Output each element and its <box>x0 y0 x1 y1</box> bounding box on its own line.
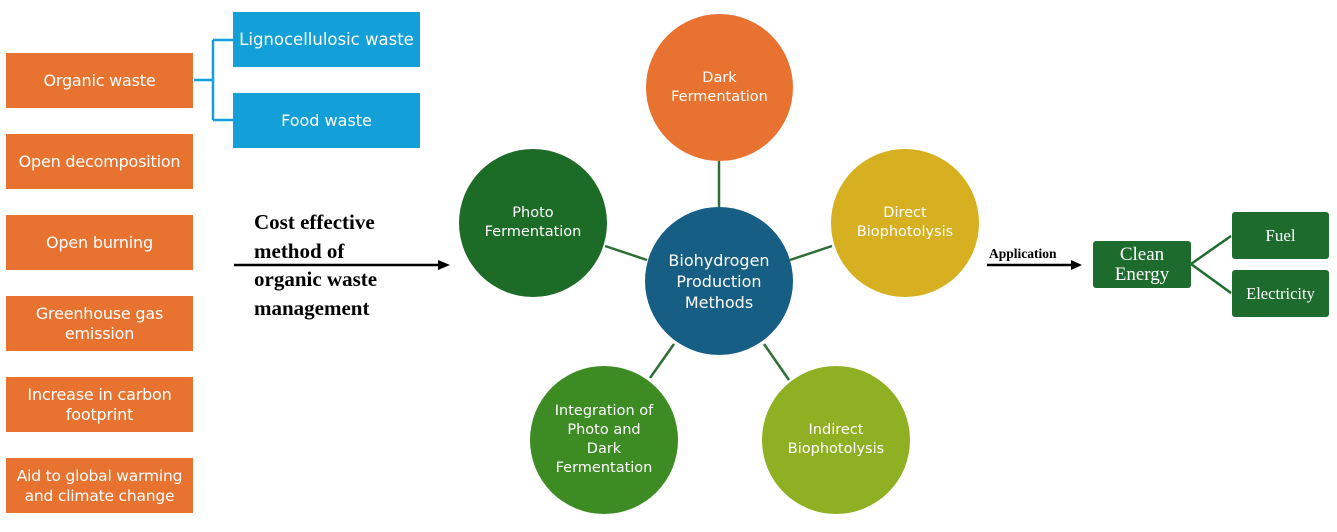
branch-fuel <box>1190 234 1232 266</box>
method-direct-biophotolysis: Direct Biophotolysis <box>831 149 979 297</box>
issue-carbon-footprint: Increase in carbon footprint <box>6 377 193 432</box>
issue-label: Open decomposition <box>18 151 181 171</box>
method-photo-fermentation: Photo Fermentation <box>459 149 607 297</box>
waste-type-food: Food waste <box>233 93 420 148</box>
method-line: Fermentation <box>484 224 582 240</box>
hub-center-line: Methods <box>684 292 754 312</box>
waste-type-lignocellulosic: Lignocellulosic waste <box>233 12 420 67</box>
output-label: Electricity <box>1246 283 1315 303</box>
cost-effective-line: method of <box>254 238 345 263</box>
output-electricity: Electricity <box>1232 270 1329 317</box>
cost-effective-line: organic waste <box>254 267 378 291</box>
output-label: Fuel <box>1265 225 1296 245</box>
hub-center-circle: Biohydrogen Production Methods <box>645 207 793 355</box>
hub-center-line: Biohydrogen <box>668 250 770 270</box>
cost-effective-arrowhead <box>438 260 450 270</box>
spoke-photo-fermentation <box>604 244 648 262</box>
cost-effective-line: Cost effective <box>254 210 375 234</box>
issue-organic-waste: Organic waste <box>6 53 193 108</box>
spoke-indirect-biophotolysis <box>762 343 791 381</box>
method-dark-fermentation: Dark Fermentation <box>646 14 793 161</box>
method-line: Photo <box>512 205 554 221</box>
method-integration: Integration of Photo and Dark Fermentati… <box>530 366 678 514</box>
application-arrowhead <box>1071 260 1082 270</box>
method-line: Fermentation <box>555 460 653 476</box>
method-line: Biophotolysis <box>856 224 954 240</box>
clean-energy-line: Clean <box>1119 243 1165 265</box>
issue-global-warming: Aid to global warming and climate change <box>6 458 193 513</box>
method-line: Fermentation <box>671 88 768 105</box>
clean-energy-box: Clean Energy <box>1093 241 1191 288</box>
spoke-direct-biophotolysis <box>789 244 833 262</box>
method-line: Biophotolysis <box>787 441 885 457</box>
issue-open-decomposition: Open decomposition <box>6 134 193 189</box>
output-fuel: Fuel <box>1232 212 1329 259</box>
issue-greenhouse-gas: Greenhouse gas emission <box>6 296 193 351</box>
cost-effective-line: management <box>254 295 370 320</box>
issue-label: Greenhouse gas emission <box>35 303 164 343</box>
method-line: Dark <box>586 441 622 457</box>
method-line: Direct <box>883 205 927 221</box>
issue-label: Increase in carbon footprint <box>27 384 172 424</box>
cost-effective-label: Cost effective method of organic waste m… <box>254 208 377 322</box>
method-indirect-biophotolysis: Indirect Biophotolysis <box>762 366 910 514</box>
waste-type-label: Lignocellulosic waste <box>239 30 414 49</box>
method-line: Dark <box>702 69 737 86</box>
hub-center-line: Production <box>676 271 762 291</box>
method-line: Integration of <box>554 403 654 419</box>
spoke-integration <box>648 343 676 379</box>
branch-electricity <box>1190 262 1232 295</box>
method-line: Photo and <box>567 422 641 438</box>
issue-label: Open burning <box>46 232 153 252</box>
clean-energy-line: Energy <box>1114 263 1170 285</box>
application-label: Application <box>989 246 1057 261</box>
waste-type-bracket <box>194 38 233 122</box>
method-line: Indirect <box>808 422 864 438</box>
issue-open-burning: Open burning <box>6 215 193 270</box>
issue-label: Organic waste <box>43 70 156 90</box>
waste-type-label: Food waste <box>281 111 372 130</box>
issue-label: Aid to global warming and climate change <box>16 466 183 505</box>
